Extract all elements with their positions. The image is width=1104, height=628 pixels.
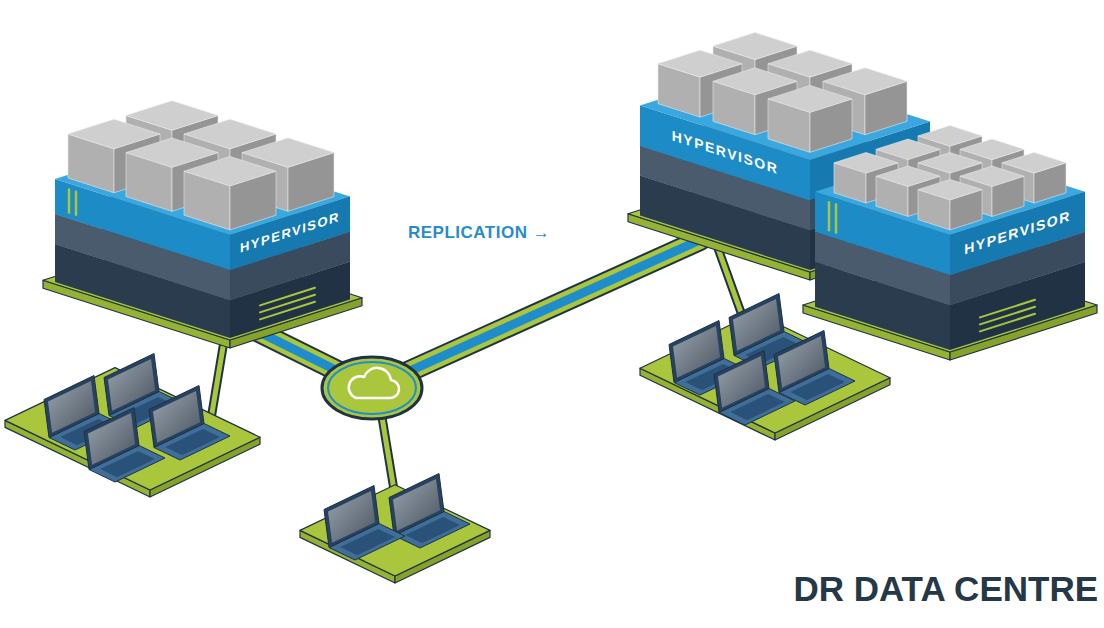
laptop-display — [48, 381, 95, 433]
site-caption: DR DATA CENTRE — [793, 570, 1098, 609]
virtual-machine-top — [713, 68, 797, 95]
virtual-machine-top — [1002, 153, 1066, 174]
laptop-screen — [324, 486, 379, 548]
laptop-display — [673, 326, 720, 378]
laptop-display — [778, 336, 825, 388]
virtual-machine-top — [126, 101, 218, 130]
virtual-machine-top — [68, 119, 160, 149]
virtual-machine-top — [918, 153, 982, 174]
virtual-machine-top — [768, 85, 852, 112]
laptop-display — [328, 491, 375, 543]
virtual-machine-top — [960, 139, 1024, 160]
slab-stripe — [75, 192, 78, 215]
virtual-machine-top — [184, 156, 276, 186]
virtual-machine-top — [918, 126, 982, 147]
virtual-machine-top — [876, 139, 940, 160]
status-stripe — [980, 300, 1035, 318]
feed-line-outline — [210, 335, 225, 425]
virtual-machine-top — [126, 138, 218, 167]
laptop-display — [153, 391, 200, 443]
virtual-machine-top — [184, 119, 276, 149]
slab-stripe — [68, 189, 71, 212]
virtual-machine-top — [658, 50, 742, 77]
slab-stripe — [828, 202, 831, 230]
laptop-screen — [389, 474, 444, 536]
laptop-display — [733, 299, 780, 351]
laptop-screen — [104, 354, 159, 416]
illustration — [5, 33, 1097, 583]
laptop-display — [718, 356, 765, 408]
laptop-screen — [774, 331, 829, 393]
virtual-machine-top — [834, 153, 898, 174]
virtual-machine-top — [918, 179, 982, 200]
virtual-machine-top — [960, 166, 1024, 186]
laptop-screen — [84, 408, 139, 470]
virtual-machine-top — [823, 68, 907, 95]
cloud-hub-ring — [328, 362, 416, 414]
virtual-machine-top — [876, 166, 940, 186]
virtual-machine-top — [242, 138, 334, 167]
slab-stripe — [835, 205, 838, 233]
virtual-machine-top — [713, 33, 797, 60]
link-label: REPLICATION → — [408, 224, 550, 243]
cloud-hub — [322, 357, 422, 419]
feed-line — [210, 335, 225, 425]
virtual-machine-top — [768, 50, 852, 77]
status-stripe — [260, 288, 315, 306]
laptop-display — [88, 413, 135, 465]
laptop-display — [108, 359, 155, 411]
cloud-icon — [349, 368, 399, 398]
laptop-screen — [149, 386, 204, 448]
laptop-display — [393, 479, 440, 531]
laptop-screen — [714, 351, 769, 413]
laptop-screen — [729, 294, 784, 356]
